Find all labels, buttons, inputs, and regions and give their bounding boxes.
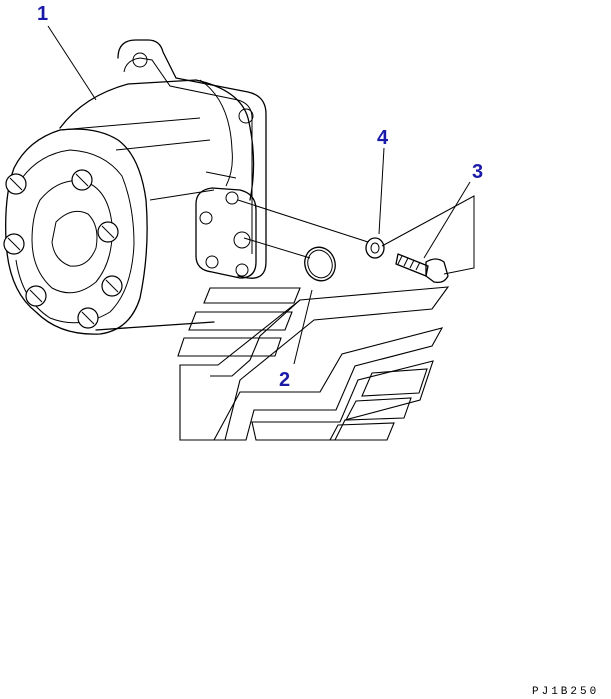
housing-bolt-3 xyxy=(97,221,119,243)
callout-2: 2 xyxy=(279,369,290,391)
leader-line-3 xyxy=(423,181,471,259)
housing-bolt-2 xyxy=(71,169,93,191)
watermark-logo xyxy=(177,286,450,441)
housing-bolt-6 xyxy=(25,285,47,307)
centerline-lower xyxy=(243,237,311,259)
gear-pump xyxy=(3,39,267,335)
bolt xyxy=(395,253,449,284)
centerline-upper-ext xyxy=(381,195,475,275)
housing-bolt-5 xyxy=(101,275,123,297)
callout-4: 4 xyxy=(377,127,389,149)
housing-bolt-7 xyxy=(77,307,99,329)
washer xyxy=(365,237,385,259)
housing-bolt-1 xyxy=(5,173,27,195)
o-ring xyxy=(304,246,336,282)
centerline-upper xyxy=(237,199,369,243)
leader-line-4 xyxy=(378,147,385,235)
leader-line-2 xyxy=(293,289,313,365)
housing-bolt-4 xyxy=(3,233,25,255)
drawing-id: PJ1B250 xyxy=(532,686,599,698)
callout-3: 3 xyxy=(472,161,483,183)
callout-1: 1 xyxy=(37,3,48,25)
leader-line-1 xyxy=(47,25,97,101)
